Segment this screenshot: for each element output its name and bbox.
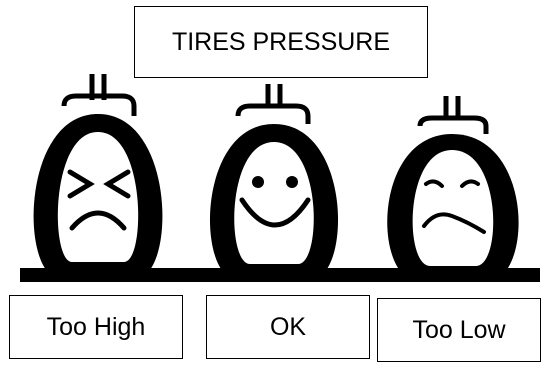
page-title: TIRES PRESSURE [172, 28, 390, 57]
tire-ok-icon [210, 84, 338, 280]
tire-too-low-icon [387, 96, 518, 282]
label-ok: OK [206, 295, 370, 359]
label-too-high: Too High [9, 295, 183, 359]
tire-too-high-icon [34, 74, 163, 278]
label-too-low: Too Low [377, 298, 541, 362]
label-too-high-text: Too High [47, 313, 146, 342]
label-ok-text: OK [270, 313, 306, 342]
title-box: TIRES PRESSURE [134, 6, 428, 78]
label-too-low-text: Too Low [412, 316, 505, 345]
